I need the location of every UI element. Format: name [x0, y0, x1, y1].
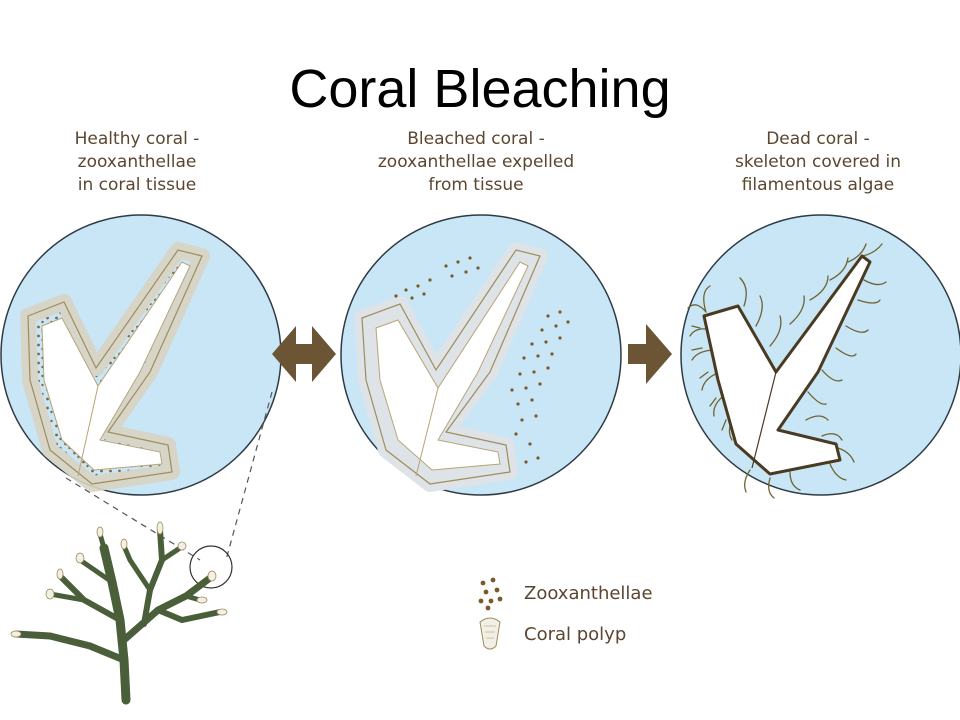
arrow-right-icon	[628, 324, 672, 384]
healthy-coral-circle	[0, 214, 282, 496]
page-title: Coral Bleaching	[289, 59, 671, 119]
label-line: Bleached coral -	[407, 129, 545, 149]
zooxanthellae-legend-icon	[478, 577, 503, 611]
label-healthy-coral: Healthy coral - zooxanthellae in coral t…	[17, 128, 257, 197]
label-line: from tissue	[428, 175, 524, 195]
zoom-circle	[189, 545, 233, 589]
label-line: skeleton covered in	[734, 152, 901, 172]
label-dead-coral: Dead coral - skeleton covered in filamen…	[698, 128, 938, 197]
zoom-lines	[65, 391, 273, 561]
expelled-zooxanthellae	[394, 256, 570, 464]
label-line: Dead coral -	[766, 129, 870, 149]
label-line: zooxanthellae expelled	[377, 152, 575, 172]
coral-tips	[10, 521, 228, 638]
label-bleached-coral: Bleached coral - zooxanthellae expelled …	[356, 128, 596, 197]
legend-coral-polyp: Coral polyp	[514, 624, 626, 645]
legend-coral-polyp-label: Coral polyp	[524, 624, 627, 645]
reversible-arrow-icon	[272, 326, 336, 382]
legend-zooxanthellae: Zooxanthellae	[514, 583, 653, 604]
branching-coral-illustration	[12, 527, 223, 705]
label-line: Healthy coral -	[74, 129, 200, 149]
label-line: filamentous algae	[741, 175, 895, 195]
label-line: in coral tissue	[77, 175, 197, 195]
bleached-coral-circle	[340, 214, 622, 496]
legend-zooxanthellae-label: Zooxanthellae	[524, 583, 653, 604]
coral-polyp-legend-icon	[479, 617, 501, 650]
label-line: zooxanthellae	[77, 152, 197, 172]
dead-coral-circle	[680, 214, 960, 499]
filamentous-algae	[687, 243, 887, 499]
